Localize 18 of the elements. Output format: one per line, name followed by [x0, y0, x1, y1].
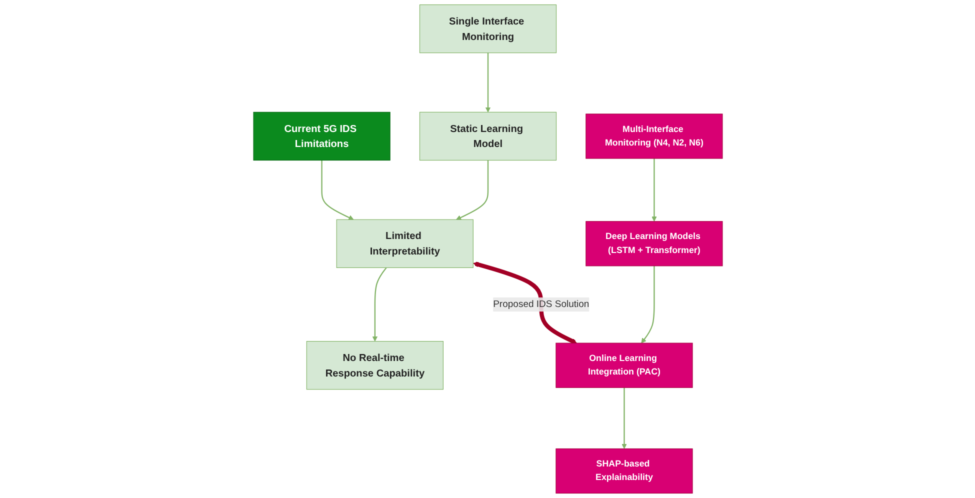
node-box: Static Learning Model: [418, 112, 556, 161]
arrow: [484, 52, 490, 112]
arrow: [640, 266, 654, 344]
node-box: Deep Learning Models (LSTM + Transformer): [585, 221, 722, 266]
arrow: [320, 160, 354, 220]
node-box: Current 5G IDS Limitations: [252, 112, 390, 161]
arrow: [456, 160, 488, 220]
arrow: [472, 262, 576, 344]
edge-label: Proposed IDS Solution: [492, 299, 589, 310]
node-box: No Real-time Response Capability: [306, 341, 443, 390]
arrow: [621, 388, 626, 449]
node-box: Online Learning Integration (PAC): [555, 342, 692, 388]
node-box: Single Interface Monitoring: [418, 4, 556, 54]
node-box: Multi-Interface Monitoring (N4, N2, N6): [585, 114, 722, 159]
node-box: SHAP-based Explainability: [555, 448, 692, 494]
node-box: Limited Interpretability: [336, 219, 473, 268]
arrow: [651, 158, 656, 222]
arrow: [372, 267, 386, 342]
